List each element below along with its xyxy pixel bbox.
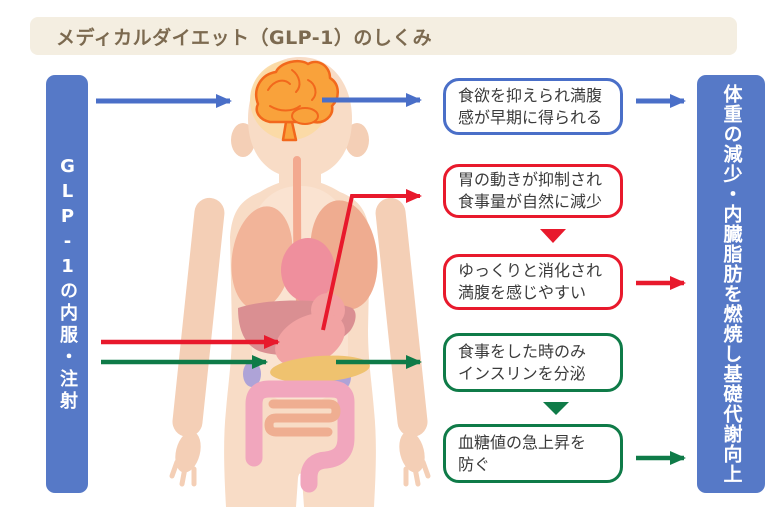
left-bar-glp1-intake: GLP-1の内服・注射 <box>46 75 88 493</box>
box-text-line: 満腹を感じやすい <box>458 283 587 302</box>
box-gastric-motility-inhibition: 胃の動きが抑制され 食事量が自然に減少 <box>443 164 623 218</box>
box-text-line: 胃の動きが抑制され <box>458 170 603 189</box>
box-text-line: 食事量が自然に減少 <box>458 192 603 211</box>
stomach <box>275 293 345 367</box>
left-bar-label: GLP-1の内服・注射 <box>57 155 78 413</box>
kidney <box>243 361 261 387</box>
body-silhouette <box>169 57 431 507</box>
box-text-line: ゆっくりと消化され <box>458 261 603 280</box>
box-text-line: 食欲を抑えられ満腹 <box>458 85 603 105</box>
box-slow-digestion: ゆっくりと消化され 満腹を感じやすい <box>443 254 623 310</box>
right-bar-result: 体重の減少・内臓脂肪を燃焼し基礎代謝向上 <box>697 75 765 493</box>
organs <box>231 156 378 493</box>
small-intestine <box>264 399 341 437</box>
liver <box>238 300 356 356</box>
left-lung <box>231 206 293 310</box>
arrow-stomach-to-gastric-box <box>321 189 422 331</box>
right-lung <box>310 200 378 310</box>
heart <box>281 238 335 302</box>
large-intestine <box>245 380 355 493</box>
title-bar: メディカルダイエット（GLP-1）のしくみ <box>30 17 737 55</box>
box-appetite-suppression: 食欲を抑えられ満腹 感が早期に得られる <box>443 78 623 135</box>
page-title: メディカルダイエット（GLP-1）のしくみ <box>56 26 433 49</box>
esophagus <box>293 156 322 322</box>
kidney <box>329 363 351 391</box>
box-text-line: 感が早期に得られる <box>458 107 603 127</box>
brain-icon <box>250 60 339 142</box>
down-triangle-red <box>540 229 566 243</box>
box-text-line: インスリンを分泌 <box>458 363 586 383</box>
box-text-line: 防ぐ <box>458 454 491 474</box>
down-triangle-green <box>543 402 569 415</box>
box-text-line: 血糖値の急上昇を <box>458 432 587 452</box>
box-text-line: 食事をした時のみ <box>458 341 587 361</box>
box-blood-sugar-spike-prevention: 血糖値の急上昇を 防ぐ <box>443 424 623 483</box>
pancreas <box>270 355 370 383</box>
box-insulin-secretion: 食事をした時のみ インスリンを分泌 <box>443 333 623 392</box>
right-bar-label: 体重の減少・内臓脂肪を燃焼し基礎代謝向上 <box>720 84 743 484</box>
